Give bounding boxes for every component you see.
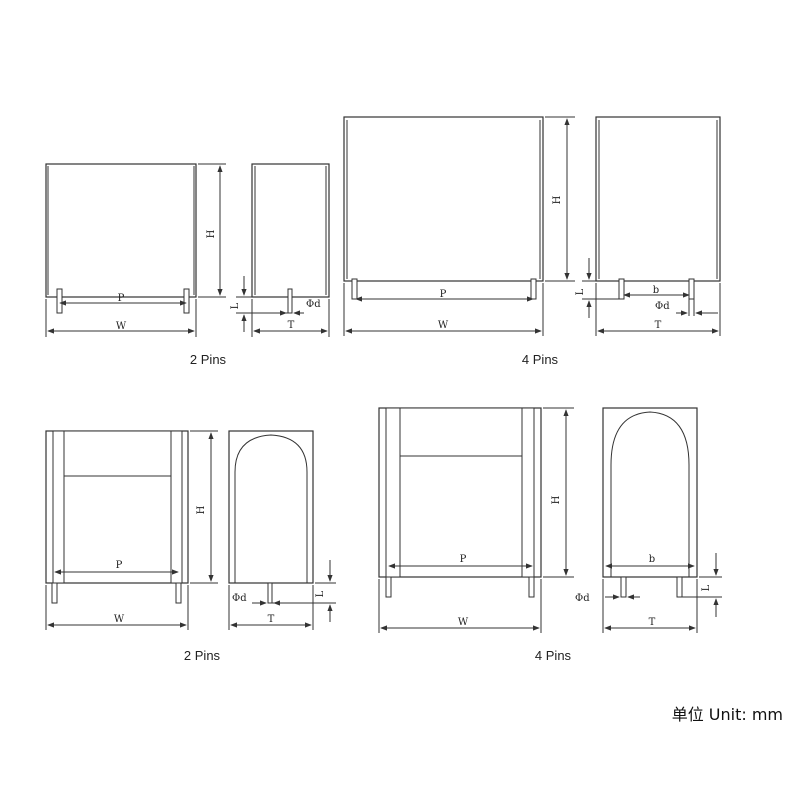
bl-dim-h-label: H xyxy=(196,505,207,514)
tl-dim-t-label: T xyxy=(288,320,295,331)
br-dim-l-label: L xyxy=(701,584,712,591)
br-dim-d-label: Φd xyxy=(575,593,590,604)
tr-dim-t-label: T xyxy=(655,320,662,331)
bl-side-view xyxy=(228,430,336,630)
tr-front-view xyxy=(343,116,575,336)
tl-dim-p-label: P xyxy=(118,293,125,304)
tr-dim-d-label: Φd xyxy=(655,301,670,312)
caption-bottom-right: 4 Pins xyxy=(535,648,572,663)
tr-dim-w-label: W xyxy=(438,320,449,331)
br-side-view xyxy=(602,407,722,633)
br-front-view xyxy=(378,407,574,633)
tr-dim-l-label: L xyxy=(575,288,586,295)
tl-dim-l-label: L xyxy=(230,302,241,309)
tl-front-view xyxy=(45,163,226,337)
bl-dim-d-label: Φd xyxy=(232,593,247,604)
caption-bottom-left: 2 Pins xyxy=(184,648,221,663)
unit-label: 单位 Unit: mm xyxy=(672,705,783,724)
caption-top-right: 4 Pins xyxy=(522,352,559,367)
bl-front-view xyxy=(45,430,218,630)
bl-dim-w-label: W xyxy=(114,614,125,625)
br-dim-p-label: P xyxy=(460,554,467,565)
caption-top-left: 2 Pins xyxy=(190,352,227,367)
bl-dim-p-label: P xyxy=(116,560,123,571)
tl-dim-h-label: H xyxy=(206,229,217,238)
br-dim-w-label: W xyxy=(458,617,469,628)
tr-dim-h-label: H xyxy=(552,195,563,204)
tl-side-view xyxy=(236,163,330,337)
br-dim-t-label: T xyxy=(649,617,656,628)
br-dim-h-label: H xyxy=(551,495,562,504)
bl-dim-t-label: T xyxy=(268,614,275,625)
tl-dim-w-label: W xyxy=(116,321,127,332)
bl-dim-l-label: L xyxy=(315,590,326,597)
tr-side-view xyxy=(582,116,721,336)
br-dim-b-label: b xyxy=(649,554,655,565)
tl-dim-d-label: Φd xyxy=(306,299,321,310)
tr-dim-p-label: P xyxy=(440,289,447,300)
tr-dim-b-label: b xyxy=(653,285,659,296)
